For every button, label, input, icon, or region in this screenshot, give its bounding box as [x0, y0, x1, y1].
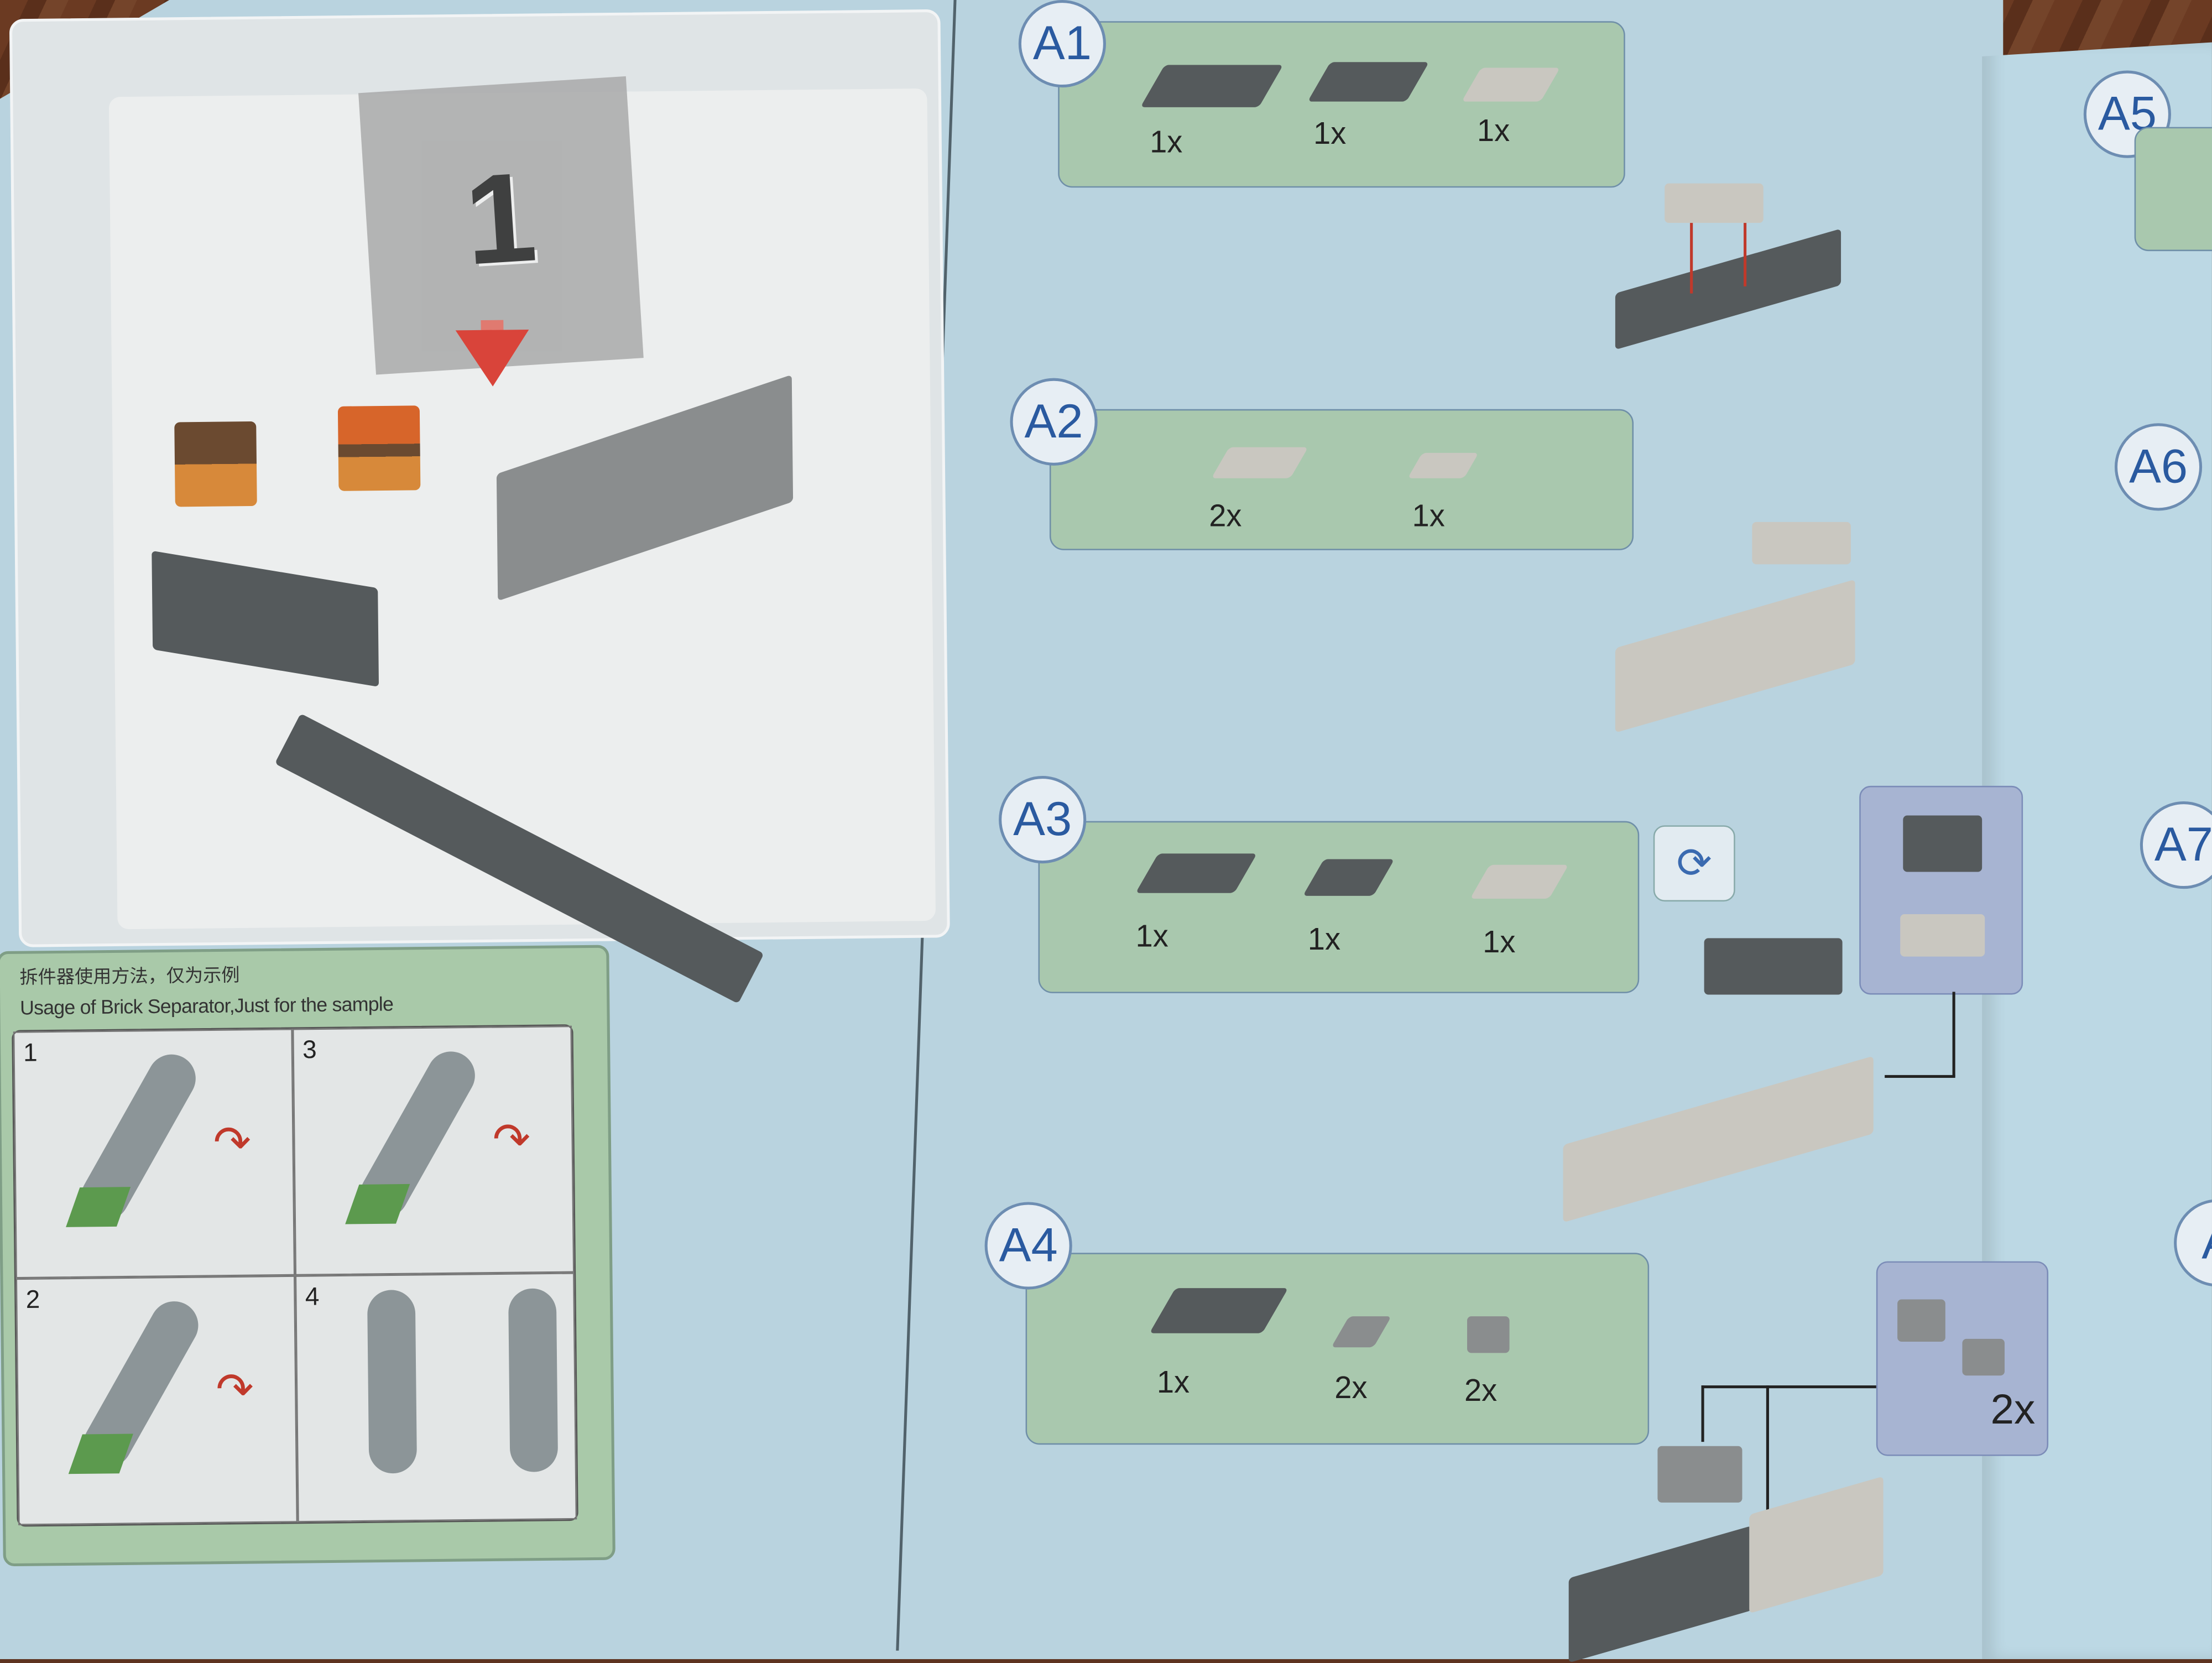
part-qty: 2x — [1334, 1370, 1368, 1405]
sub-slope — [1962, 1338, 2005, 1376]
box-orange — [337, 405, 421, 491]
sub-bracket — [1897, 1299, 1945, 1342]
step-a4-parts: 1x 2x 2x — [1025, 1253, 1650, 1445]
step-a1-parts: 1x 1x 1x — [1058, 21, 1625, 188]
brick-separator-icon — [508, 1288, 559, 1472]
part-plate-1x2 — [1407, 452, 1479, 478]
callout-connector — [1885, 1075, 1955, 1078]
part-plate-2x3 — [1307, 62, 1430, 102]
arrow-down-icon — [455, 329, 530, 387]
brick-separator-icon — [367, 1290, 418, 1474]
part-qty: 1x — [1483, 924, 1516, 960]
box-brown — [174, 421, 257, 507]
sub-wheel-holder — [1900, 914, 1985, 957]
step-label-a7: A7 — [2140, 801, 2212, 889]
brick-separator-panel: 拆件器使用方法，仅为示例 Usage of Brick Separator,Ju… — [0, 945, 615, 1567]
callout-connector — [1701, 1385, 1704, 1442]
part-qty: 1x — [1156, 1364, 1190, 1400]
part-qty: 1x — [1477, 113, 1510, 148]
part-qty: 1x — [1412, 498, 1445, 534]
part-qty: 2x — [1464, 1373, 1498, 1408]
separator-title-en: Usage of Brick Separator,Just for the sa… — [19, 992, 394, 1019]
part-wheel-holder — [1462, 67, 1561, 102]
part-slope — [1331, 1316, 1392, 1348]
step-label-a6: A6 — [2114, 423, 2203, 511]
a3-sub-assembly-callout — [1859, 785, 2023, 995]
step-label-a4: A4 — [984, 1202, 1072, 1290]
callout-connector — [1701, 1385, 1876, 1389]
green-plate — [68, 1433, 133, 1474]
callout-connector — [1766, 1385, 1769, 1541]
separator-step: 2↷ — [15, 1275, 298, 1526]
a4-sub-assembly-callout: 2x — [1876, 1261, 2049, 1456]
step-label-a3: A3 — [999, 776, 1087, 864]
part-plate-2x4 — [1149, 1288, 1288, 1333]
separator-step: 1↷ — [13, 1028, 295, 1279]
part-plate-2x3 — [1135, 853, 1258, 893]
step-label-a8: A — [2174, 1199, 2212, 1287]
arrow-icon: ↷ — [213, 1116, 252, 1168]
step-label-a1: A1 — [1018, 0, 1106, 88]
callout-connector — [1952, 992, 1955, 1077]
part-brick-2x2 — [1302, 859, 1395, 896]
part-wheel-holder — [1470, 864, 1569, 899]
separator-step: 3↷ — [292, 1025, 575, 1276]
a4-bracket — [1657, 1446, 1743, 1503]
step-a2-parts: 2x 1x — [1049, 409, 1634, 550]
a1-wheel-holder — [1665, 183, 1764, 223]
step-a3-parts: 1x 1x 1x — [1038, 821, 1640, 993]
part-plate-2x4 — [1140, 65, 1284, 107]
rotate-model-icon: ⟳ — [1653, 825, 1735, 902]
separator-step: 4 — [295, 1273, 577, 1523]
part-qty: 1x — [1135, 918, 1168, 954]
part-qty: 1x — [1313, 116, 1347, 151]
step-label-a2: A2 — [1010, 378, 1098, 466]
step-number: 2 — [25, 1285, 40, 1314]
model-overview-panel: 1 — [9, 9, 950, 1004]
step-number: 3 — [302, 1035, 317, 1064]
assembly-arrow — [1690, 223, 1693, 294]
arrow-icon: ↷ — [492, 1113, 531, 1165]
separator-title-cn: 拆件器使用方法，仅为示例 — [19, 964, 240, 988]
a2-wheel-holder — [1752, 522, 1851, 565]
step-number: 4 — [305, 1282, 320, 1311]
part-qty: 1x — [1150, 124, 1183, 160]
arrow-icon: ↷ — [215, 1363, 254, 1415]
part-bracket — [1467, 1316, 1510, 1353]
bag-number: 1 — [461, 147, 541, 293]
sub-brick — [1903, 815, 1983, 872]
assembly-arrow — [1744, 223, 1747, 286]
step-a5-box — [2134, 127, 2212, 252]
part-qty: 1x — [1307, 921, 1341, 957]
step-number: 1 — [23, 1038, 38, 1067]
part-wheel-holder — [1211, 447, 1308, 478]
callout-qty: 2x — [1990, 1386, 2036, 1433]
green-plate — [66, 1187, 131, 1227]
part-qty: 2x — [1209, 498, 1242, 534]
green-plate — [345, 1184, 410, 1224]
a3-plate — [1704, 938, 1843, 995]
separator-steps-grid: 1↷ 3↷ 2↷ 4 — [12, 1024, 578, 1527]
